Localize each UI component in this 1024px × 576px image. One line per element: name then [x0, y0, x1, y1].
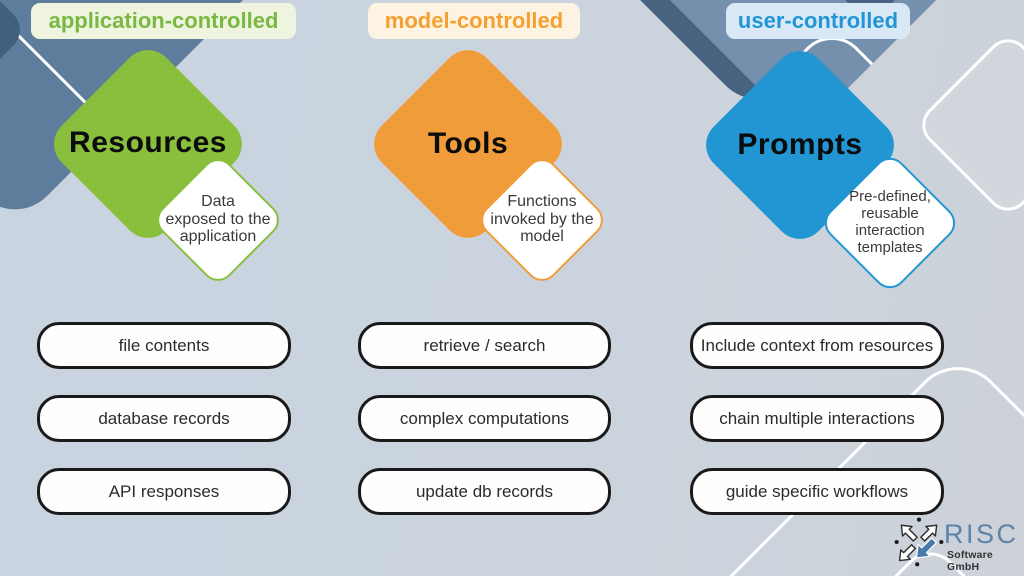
- header-user-controlled: user-controlled: [726, 3, 910, 39]
- tools-item-update-db-records: update db records: [358, 468, 611, 515]
- risc-logo-title: RISC: [944, 519, 1019, 549]
- recycle-arrows-icon: [894, 517, 944, 567]
- prompts-title: Prompts: [737, 128, 863, 161]
- tools-description: Functions invoked by the model: [490, 193, 594, 245]
- resources-item-file-contents: file contents: [37, 322, 291, 369]
- tools-item-complex-computations: complex computations: [358, 395, 611, 442]
- tools-item-retrieve-search: retrieve / search: [358, 322, 611, 369]
- resources-title: Resources: [69, 126, 227, 159]
- prompts-item-guide-workflows: guide specific workflows: [690, 468, 944, 515]
- resources-item-api-responses: API responses: [37, 468, 291, 515]
- header-application-controlled: application-controlled: [31, 3, 296, 39]
- resources-item-database-records: database records: [37, 395, 291, 442]
- prompts-item-chain-interactions: chain multiple interactions: [690, 395, 944, 442]
- header-model-controlled: model-controlled: [368, 3, 580, 39]
- risc-logo-subtitle: Software GmbH: [947, 549, 993, 573]
- risc-software-logo: RISC Software GmbH: [894, 512, 1020, 574]
- resources-description: Data exposed to the application: [165, 193, 271, 245]
- prompts-description: Pre-defined, reusable interaction templa…: [849, 188, 931, 256]
- prompts-item-include-context: Include context from resources: [690, 322, 944, 369]
- tools-title: Tools: [427, 127, 509, 160]
